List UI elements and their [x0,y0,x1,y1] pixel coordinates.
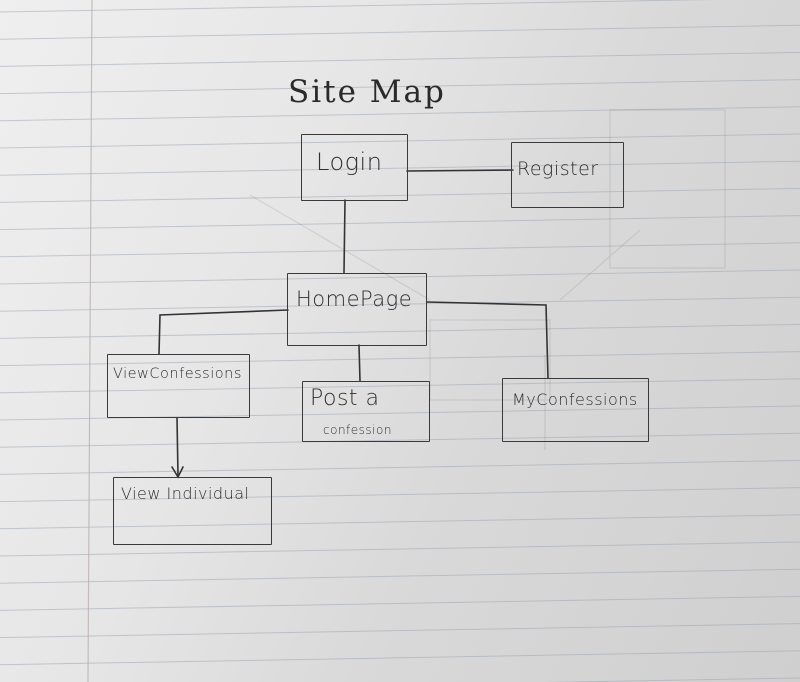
node-post-confession-label-line2: confession [323,423,392,437]
node-register-label: Register [517,158,599,180]
ruled-line [0,650,800,666]
margin-line [87,0,93,682]
node-my-confessions [502,378,649,442]
edge-login-register [406,169,514,172]
ruled-line [542,677,800,682]
ruled-line [0,187,800,203]
ruled-line [0,215,800,231]
ruled-line [0,79,800,95]
ruled-line [0,269,800,285]
node-homepage [287,273,427,346]
ruled-line [0,0,715,13]
ruled-line [0,296,800,312]
ruled-line [0,623,800,639]
node-homepage-label: HomePage [296,287,413,311]
ruled-line [0,595,800,611]
show-through-sketch [249,109,726,450]
ruled-line [0,51,800,67]
node-login [301,134,408,201]
ruled-line [0,378,800,394]
ruled-line [0,133,800,149]
ruled-line [0,160,800,176]
ruled-line [0,487,800,503]
node-view-individual-label: View Individual [121,484,250,503]
ruled-line [0,541,800,557]
edge-homepage-post [358,344,361,382]
edge-login-homepage [343,199,346,274]
ruled-line [0,351,800,367]
edge-viewconfessions-individual [176,417,179,477]
node-view-confessions [107,354,250,418]
ruled-line [0,432,800,448]
ruled-line [0,459,800,475]
ruled-line [0,242,800,258]
node-my-confessions-label: MyConfessions [512,390,638,409]
edge-homepage-myconfessions [426,301,549,379]
diagram-title: Site Map [288,74,446,110]
ruled-line [0,514,800,530]
node-view-confessions-label: ViewConfessions [113,366,242,382]
edge-homepage-viewconfessions [158,309,289,355]
ruled-line [0,24,800,40]
connectors [158,169,549,479]
node-register [511,142,624,208]
ruled-line [0,323,800,339]
node-view-individual [113,477,272,545]
node-post-confession-label-line1: Post a [310,386,380,411]
ruled-line [0,568,800,584]
ruled-line [0,106,800,122]
node-login-label: Login [316,148,383,176]
node-post-confession [302,381,430,442]
